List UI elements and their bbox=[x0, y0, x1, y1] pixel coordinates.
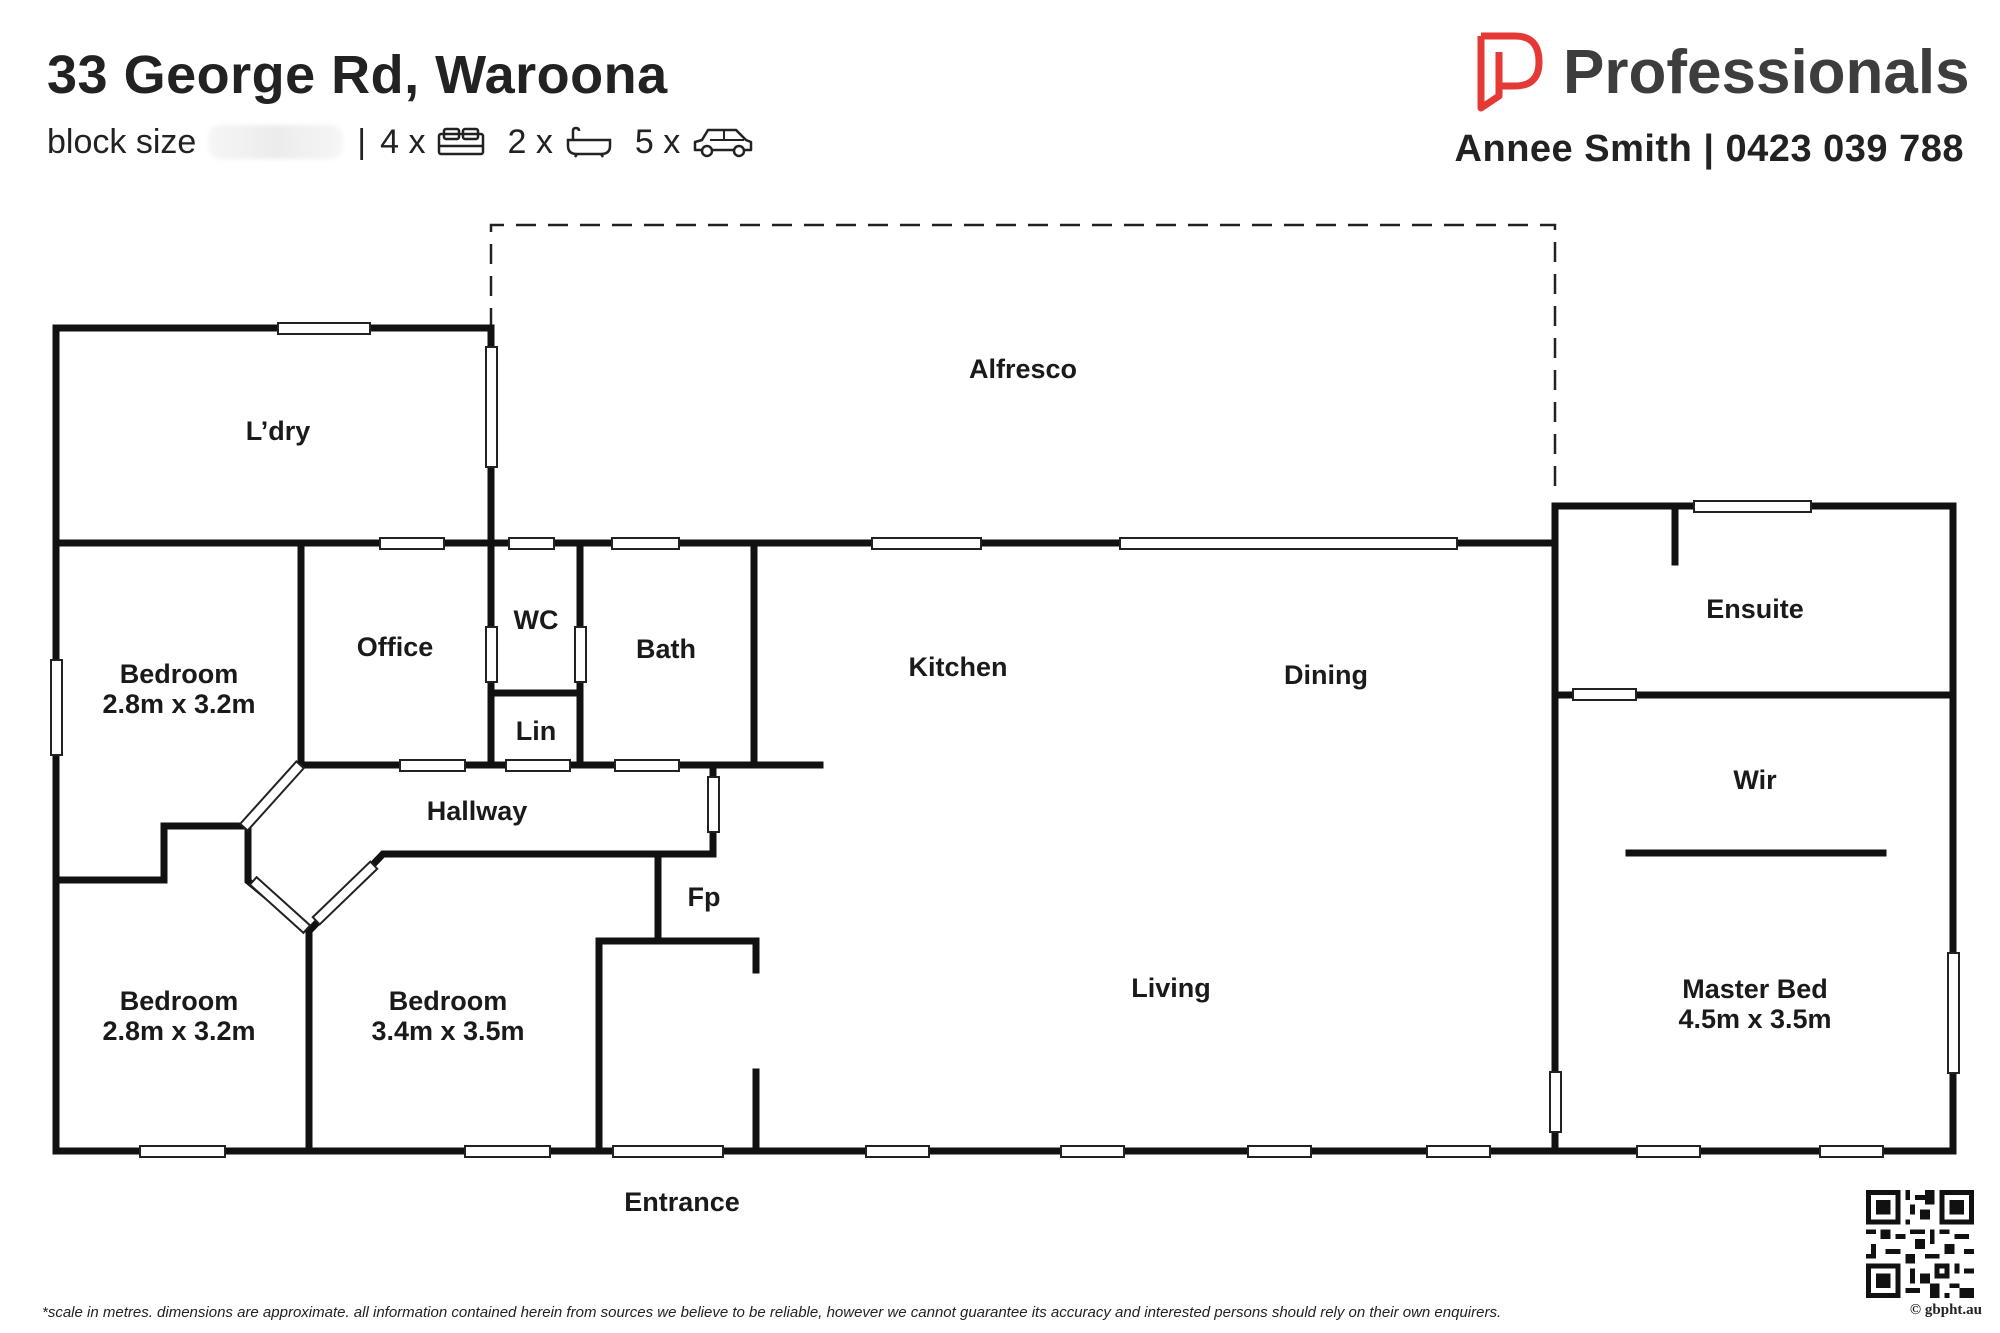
room-fp: Fp bbox=[688, 882, 721, 912]
room-master-name: Master Bed bbox=[1682, 974, 1828, 1004]
room-laundry: L’dry bbox=[246, 416, 311, 446]
room-bedroom-2-name: Bedroom bbox=[120, 986, 239, 1016]
room-wc: WC bbox=[514, 605, 559, 635]
room-master-dims: 4.5m x 3.5m bbox=[1678, 1004, 1831, 1034]
room-entrance: Entrance bbox=[624, 1187, 740, 1217]
room-ensuite: Ensuite bbox=[1706, 594, 1804, 624]
room-bath: Bath bbox=[636, 634, 696, 664]
bed-icon bbox=[438, 127, 485, 156]
agency-name: Professionals bbox=[1563, 37, 1970, 107]
room-lin: Lin bbox=[516, 716, 557, 746]
disclaimer-text: *scale in metres. dimensions are approxi… bbox=[42, 1304, 1502, 1321]
redacted-block-size bbox=[208, 125, 344, 159]
room-dining: Dining bbox=[1284, 660, 1368, 690]
room-bedroom-3-name: Bedroom bbox=[389, 986, 508, 1016]
room-bedroom-2-dims: 2.8m x 3.2m bbox=[102, 1016, 255, 1046]
room-hallway: Hallway bbox=[427, 796, 528, 826]
room-wir: Wir bbox=[1733, 765, 1777, 795]
bath-icon bbox=[566, 126, 612, 158]
room-bedroom-1-dims: 2.8m x 3.2m bbox=[102, 689, 255, 719]
room-bedroom-1-name: Bedroom bbox=[120, 659, 239, 689]
professionals-logo-icon bbox=[1477, 32, 1543, 112]
property-stats: block size | 4 x 2 x 5 x bbox=[47, 120, 776, 164]
agency-brand: Professionals bbox=[1475, 30, 1970, 114]
windows bbox=[50, 322, 1960, 1158]
room-living: Living bbox=[1131, 973, 1211, 1003]
room-alfresco: Alfresco bbox=[969, 354, 1077, 384]
alfresco-outline bbox=[489, 223, 1557, 492]
room-bedroom-3-dims: 3.4m x 3.5m bbox=[371, 1016, 524, 1046]
qr-code-icon bbox=[1866, 1190, 1974, 1298]
property-address: 33 George Rd, Waroona bbox=[47, 45, 668, 105]
car-count: 5 x bbox=[634, 122, 681, 161]
block-size-label: block size bbox=[47, 122, 197, 161]
copyright-text: © gbpht.au bbox=[1909, 1302, 1982, 1318]
bath-count: 2 x bbox=[507, 122, 553, 161]
car-icon bbox=[693, 128, 753, 158]
bed-count: 4 x bbox=[380, 122, 426, 161]
walls bbox=[52, 324, 1957, 1155]
agent-contact: Annee Smith | 0423 039 788 bbox=[1454, 128, 1964, 170]
stats-separator: | bbox=[357, 122, 367, 161]
room-kitchen: Kitchen bbox=[908, 652, 1007, 682]
room-labels: Alfresco L’dry Office WC Bath Lin Kitche… bbox=[102, 354, 1831, 1217]
room-office: Office bbox=[357, 632, 434, 662]
